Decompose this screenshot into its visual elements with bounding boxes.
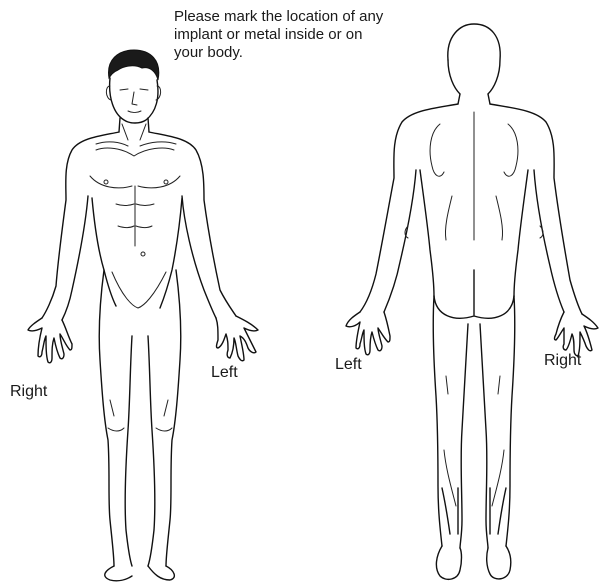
back-body-outline[interactable] bbox=[360, 104, 582, 314]
back-ankles bbox=[442, 488, 506, 534]
back-neck[interactable] bbox=[458, 94, 490, 104]
back-feet[interactable] bbox=[436, 546, 510, 579]
back-body-figure[interactable] bbox=[346, 24, 598, 579]
front-right-label: Right bbox=[10, 383, 47, 401]
front-hand-right[interactable] bbox=[28, 318, 72, 363]
back-hand-right[interactable] bbox=[555, 312, 599, 356]
front-head[interactable] bbox=[110, 78, 158, 123]
front-hair bbox=[109, 50, 159, 80]
back-buttocks[interactable] bbox=[434, 270, 514, 318]
front-hand-left[interactable] bbox=[216, 316, 258, 361]
front-nose bbox=[132, 92, 137, 105]
back-head[interactable] bbox=[448, 24, 500, 94]
back-right-label: Right bbox=[544, 352, 581, 370]
front-waist bbox=[92, 198, 182, 308]
instruction-line-3: your body. bbox=[174, 44, 444, 62]
front-body-outline[interactable] bbox=[42, 132, 236, 318]
front-nipple-right bbox=[104, 180, 108, 184]
front-clavicles bbox=[96, 142, 176, 146]
front-body-figure[interactable] bbox=[28, 50, 258, 581]
front-nipple-left bbox=[164, 180, 168, 184]
back-hand-left[interactable] bbox=[346, 312, 390, 355]
front-groin bbox=[112, 272, 166, 308]
instruction-text: Please mark the location of any implant … bbox=[174, 8, 444, 62]
front-neck-muscles bbox=[122, 124, 146, 140]
front-left-label: Left bbox=[211, 364, 238, 382]
front-legs[interactable] bbox=[99, 270, 181, 566]
front-chest bbox=[90, 148, 180, 188]
instruction-line-1: Please mark the location of any bbox=[174, 8, 444, 26]
back-head-lower bbox=[448, 60, 460, 94]
front-knees bbox=[108, 400, 172, 431]
front-feet[interactable] bbox=[105, 566, 175, 581]
back-calves bbox=[444, 376, 504, 506]
back-left-label: Left bbox=[335, 356, 362, 374]
front-mouth bbox=[128, 111, 141, 113]
front-abdomen bbox=[116, 186, 154, 246]
front-inner-arms bbox=[62, 196, 216, 320]
instruction-line-2: implant or metal inside or on bbox=[174, 26, 444, 44]
front-eyes bbox=[120, 89, 148, 90]
back-legs[interactable] bbox=[433, 296, 515, 548]
front-navel bbox=[141, 252, 145, 256]
